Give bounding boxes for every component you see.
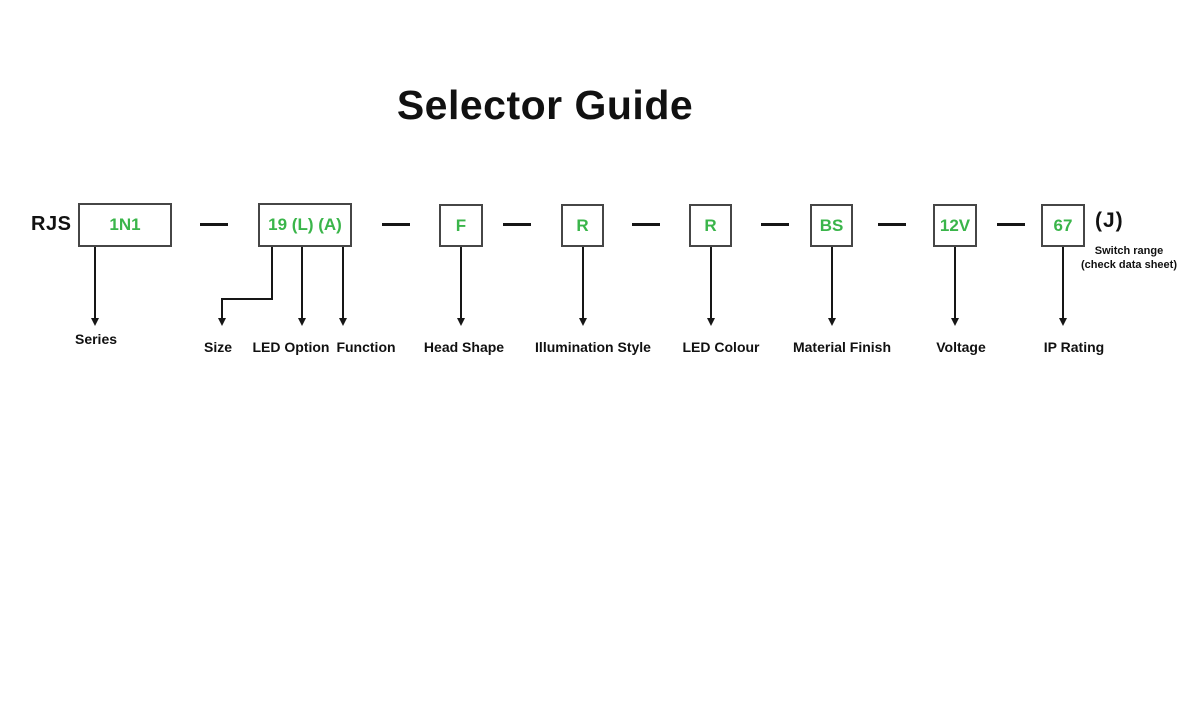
- label-size: Size: [203, 339, 233, 355]
- dash-separator: [200, 223, 228, 226]
- arrowhead-size: [218, 318, 226, 326]
- label-head-shape: Head Shape: [423, 339, 505, 355]
- arrowhead-ip-rating: [1059, 318, 1067, 326]
- label-illumination-style: Illumination Style: [535, 339, 651, 355]
- arrowhead-function: [339, 318, 347, 326]
- code-text-ip-rating: 67: [1053, 215, 1073, 235]
- code-box-ip-rating: 67: [1041, 204, 1085, 247]
- code-text-illumination-style: R: [576, 215, 589, 235]
- code-box-size-led-function: 19 (L) (A): [258, 203, 352, 247]
- code-box-led-colour: R: [689, 204, 732, 247]
- label-voltage: Voltage: [936, 339, 986, 355]
- arrow-led-option: [301, 247, 303, 319]
- label-function: Function: [336, 339, 396, 355]
- arrow-size-elbow: [221, 298, 273, 300]
- arrow-ip-rating: [1062, 247, 1064, 319]
- arrow-series: [94, 247, 96, 319]
- code-text-size-led-function: 19 (L) (A): [268, 215, 342, 234]
- suffix-note-line1: Switch range: [1094, 245, 1164, 257]
- code-text-voltage: 12V: [939, 215, 971, 235]
- code-box-material-finish: BS: [810, 204, 853, 247]
- label-led-colour: LED Colour: [682, 339, 760, 355]
- code-text-led-colour: R: [704, 215, 717, 235]
- dash-separator: [997, 223, 1025, 226]
- page-title: Selector Guide: [396, 82, 694, 128]
- arrow-illumination-style: [582, 247, 584, 319]
- arrowhead-voltage: [951, 318, 959, 326]
- label-led-option: LED Option: [252, 339, 330, 355]
- suffix-note: Switch range (check data sheet): [1081, 245, 1177, 272]
- part-number-prefix: RJS: [31, 213, 72, 235]
- arrowhead-material-finish: [828, 318, 836, 326]
- code-box-series: 1N1: [78, 203, 172, 247]
- part-number-suffix: (J): [1095, 209, 1124, 232]
- code-box-head-shape: F: [439, 204, 483, 247]
- label-ip-rating: IP Rating: [1043, 339, 1105, 355]
- arrow-function: [342, 247, 344, 319]
- arrow-size: [221, 298, 223, 319]
- arrowhead-series: [91, 318, 99, 326]
- suffix-note-line2: (check data sheet): [1081, 258, 1177, 271]
- arrow-head-shape: [460, 247, 462, 319]
- arrow-size-stem: [271, 247, 273, 300]
- dash-separator: [382, 223, 410, 226]
- arrow-voltage: [954, 247, 956, 319]
- arrow-led-colour: [710, 247, 712, 319]
- code-box-voltage: 12V: [933, 204, 977, 247]
- arrowhead-illumination-style: [579, 318, 587, 326]
- code-text-material-finish: BS: [819, 215, 844, 235]
- arrowhead-led-option: [298, 318, 306, 326]
- dash-separator: [761, 223, 789, 226]
- dash-separator: [632, 223, 660, 226]
- arrow-material-finish: [831, 247, 833, 319]
- arrowhead-led-colour: [707, 318, 715, 326]
- code-text-series: 1N1: [109, 215, 141, 234]
- dash-separator: [878, 223, 906, 226]
- dash-separator: [503, 223, 531, 226]
- label-material-finish: Material Finish: [792, 339, 892, 355]
- label-series: Series: [74, 331, 118, 347]
- arrowhead-head-shape: [457, 318, 465, 326]
- code-box-illumination-style: R: [561, 204, 604, 247]
- code-text-head-shape: F: [455, 215, 467, 235]
